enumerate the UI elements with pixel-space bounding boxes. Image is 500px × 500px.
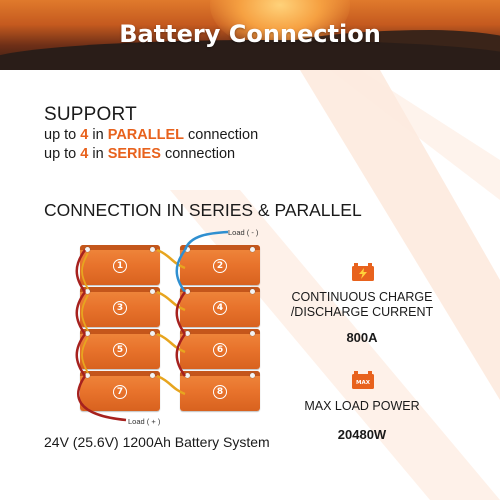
battery-number: 2 — [213, 259, 227, 273]
series-link-wire — [156, 374, 186, 396]
parallel-link-wire — [81, 336, 89, 374]
battery-number: 4 — [213, 301, 227, 315]
load-positive-wire — [77, 375, 127, 422]
support-prefix: up to — [44, 146, 77, 162]
battery-1: 1 — [80, 245, 160, 285]
terminal — [150, 289, 155, 294]
series-link-wire — [156, 248, 186, 270]
load-negative-wire — [183, 230, 229, 251]
support-series-line: up to 4 in SERIES connection — [44, 146, 235, 162]
load-positive-label: Load ( + ) — [128, 417, 161, 426]
support-suffix: connection — [164, 146, 236, 162]
series-mode: SERIES — [107, 146, 161, 162]
support-prefix: up to — [44, 127, 77, 143]
parallel-link-wire — [75, 249, 87, 293]
max-icon-text: MAX — [356, 380, 371, 386]
charge-title-line2: /DISCHARGE CURRENT — [290, 305, 434, 319]
terminal — [250, 289, 255, 294]
support-in: in — [92, 127, 104, 143]
terminal — [250, 331, 255, 336]
battery-6: 6 — [180, 329, 260, 369]
mountain-ridge-front — [0, 40, 500, 70]
terminal — [250, 373, 255, 378]
battery-8: 8 — [180, 371, 260, 411]
support-suffix: connection — [188, 127, 259, 143]
battery-5: 5 — [80, 329, 160, 369]
terminal — [185, 331, 190, 336]
terminal — [185, 289, 190, 294]
terminal — [185, 247, 190, 252]
battery-charge-icon — [352, 263, 374, 281]
battery-4: 4 — [180, 287, 260, 327]
max-load-title: MAX LOAD POWER — [304, 399, 420, 413]
terminal — [185, 373, 190, 378]
diagram-heading: CONNECTION IN SERIES & PARALLEL — [44, 200, 362, 220]
wiring — [75, 230, 229, 422]
battery-3: 3 — [80, 287, 160, 327]
support-parallel-line: up to 4 in PARALLEL connection — [44, 127, 258, 143]
parallel-link-wire — [75, 333, 87, 377]
header-banner: Battery Connection — [0, 0, 500, 70]
battery-max-icon: MAX — [352, 371, 374, 389]
terminal — [85, 289, 90, 294]
parallel-link-wire — [75, 291, 87, 335]
battery-number: 1 — [113, 259, 127, 273]
battery-number: 6 — [213, 343, 227, 357]
terminal — [85, 373, 90, 378]
load-negative-label: Load ( - ) — [228, 228, 259, 237]
battery-number: 3 — [113, 301, 127, 315]
battery-7: 7 — [80, 371, 160, 411]
battery-2: 2 — [180, 245, 260, 285]
charge-discharge-title: CONTINUOUS CHARGE /DISCHARGE CURRENT — [262, 290, 462, 320]
terminal — [85, 331, 90, 336]
parallel-link-wire — [175, 333, 187, 377]
terminal — [150, 331, 155, 336]
parallel-link-wire — [81, 252, 89, 290]
terminal — [250, 247, 255, 252]
banner-title: Battery Connection — [119, 20, 381, 48]
system-caption: 24V (25.6V) 1200Ah Battery System — [44, 434, 270, 450]
series-count: 4 — [80, 146, 89, 162]
series-link-wire — [156, 332, 186, 354]
battery-number: 5 — [113, 343, 127, 357]
wiring-diagram: 1 2 3 4 5 6 7 8 — [60, 225, 310, 426]
parallel-count: 4 — [80, 127, 89, 143]
battery-number: 7 — [113, 385, 127, 399]
battery-number: 8 — [213, 385, 227, 399]
terminal — [85, 247, 90, 252]
charge-title-line1: CONTINUOUS CHARGE — [291, 290, 433, 304]
terminal — [150, 373, 155, 378]
support-in: in — [92, 146, 104, 162]
parallel-link-wire — [81, 294, 89, 332]
max-load-value: 20480W — [337, 427, 387, 442]
terminal — [150, 247, 155, 252]
parallel-link-wire — [175, 291, 187, 335]
charge-discharge-value: 800A — [346, 330, 378, 345]
support-heading: SUPPORT — [44, 104, 137, 125]
series-link-wire — [156, 290, 186, 312]
parallel-link-wire — [175, 249, 187, 293]
parallel-mode: PARALLEL — [107, 127, 184, 143]
